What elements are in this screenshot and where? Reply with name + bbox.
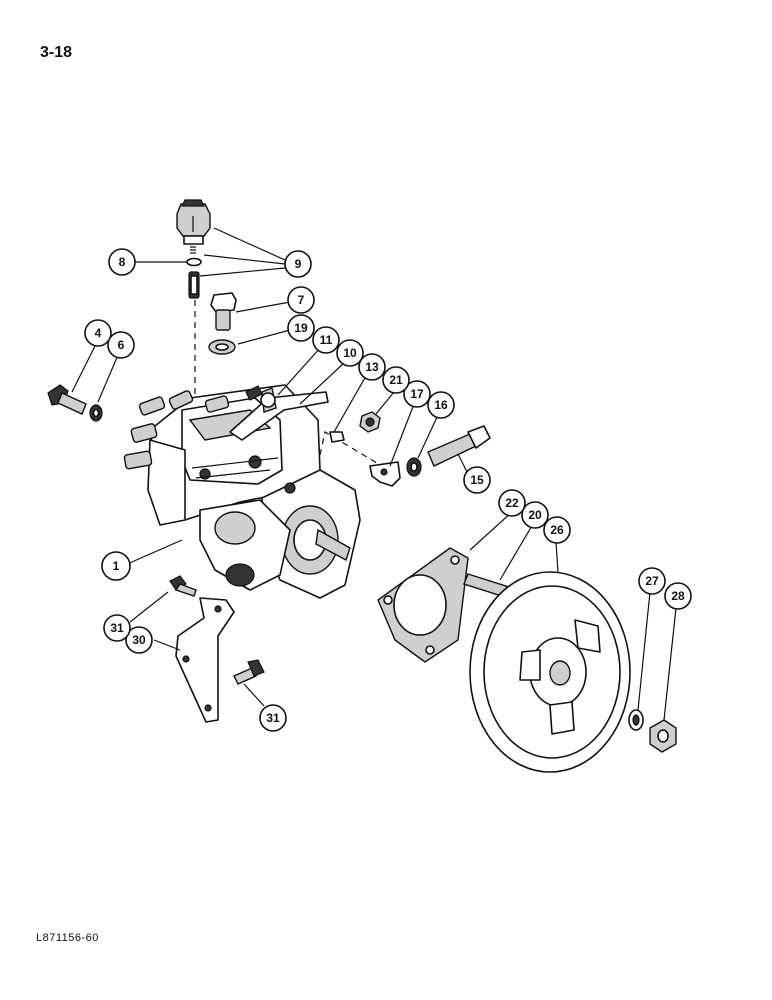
hex-nut xyxy=(359,411,381,433)
svg-text:27: 27 xyxy=(645,574,659,588)
callout-11: 11 xyxy=(312,326,340,354)
delivery-valve-holder xyxy=(176,199,211,245)
adjusting-screw xyxy=(245,385,263,401)
callout-22: 22 xyxy=(498,489,526,517)
callout-4: 4 xyxy=(84,319,112,347)
sealing-washer xyxy=(208,339,236,355)
gear-nut xyxy=(649,719,677,753)
svg-text:8: 8 xyxy=(119,255,126,269)
svg-text:11: 11 xyxy=(320,333,333,347)
callout-21: 21 xyxy=(382,366,410,394)
svg-text:31: 31 xyxy=(266,711,280,725)
svg-text:9: 9 xyxy=(295,257,302,271)
callout-19: 19 xyxy=(287,314,315,342)
callout-7: 7 xyxy=(287,286,315,314)
support-bracket xyxy=(175,597,235,723)
callout-15: 15 xyxy=(463,466,491,494)
lock-washer xyxy=(89,404,103,422)
callout-16: 16 xyxy=(427,391,455,419)
callout-17: 17 xyxy=(403,380,431,408)
figure-reference-code: L871156-60 xyxy=(36,932,99,944)
svg-text:6: 6 xyxy=(118,338,125,352)
svg-text:13: 13 xyxy=(365,360,379,374)
svg-text:16: 16 xyxy=(434,398,448,412)
injection-pump xyxy=(123,384,361,599)
svg-text:19: 19 xyxy=(294,321,308,335)
svg-text:21: 21 xyxy=(389,373,403,387)
drive-gear xyxy=(469,571,631,773)
page-number: 3-18 xyxy=(40,44,73,61)
flat-washer xyxy=(406,457,422,477)
valve-spring xyxy=(190,246,196,254)
svg-text:20: 20 xyxy=(528,508,542,522)
svg-text:28: 28 xyxy=(671,589,685,603)
svg-text:7: 7 xyxy=(298,293,305,307)
bracket-bolt-upper xyxy=(169,575,197,597)
assembly-line-right xyxy=(319,431,393,473)
gasket xyxy=(377,547,469,663)
gear-lock-washer xyxy=(628,709,644,731)
callout-8: 8 xyxy=(108,248,136,276)
callout-31-lower: 31 xyxy=(259,704,287,732)
svg-text:15: 15 xyxy=(470,473,484,487)
svg-text:30: 30 xyxy=(132,633,146,647)
callout-27: 27 xyxy=(638,567,666,595)
leader-lines xyxy=(71,227,677,721)
svg-text:26: 26 xyxy=(550,523,564,537)
mounting-bolt xyxy=(47,384,87,415)
woodruff-key xyxy=(329,431,345,443)
svg-text:31: 31 xyxy=(110,621,124,635)
callout-30: 30 xyxy=(125,626,153,654)
callout-1: 1 xyxy=(101,551,131,581)
gear-bolt xyxy=(427,425,491,467)
callout-20: 20 xyxy=(521,501,549,529)
callout-26: 26 xyxy=(543,516,571,544)
callout-28: 28 xyxy=(664,582,692,610)
o-ring-washer xyxy=(186,257,202,267)
tab-washer xyxy=(369,461,401,487)
bracket-bolt-lower xyxy=(233,659,265,685)
svg-text:1: 1 xyxy=(113,559,120,573)
valve-element xyxy=(188,271,200,299)
svg-text:10: 10 xyxy=(343,346,357,360)
callout-10: 10 xyxy=(336,339,364,367)
callout-6: 6 xyxy=(107,331,135,359)
svg-text:4: 4 xyxy=(95,326,102,340)
callout-9: 9 xyxy=(284,250,312,278)
hollow-bolt xyxy=(210,292,237,331)
callout-31-upper: 31 xyxy=(103,614,131,642)
svg-text:22: 22 xyxy=(505,496,519,510)
callout-13: 13 xyxy=(358,353,386,381)
governor-lever xyxy=(229,387,329,441)
svg-text:17: 17 xyxy=(410,387,424,401)
